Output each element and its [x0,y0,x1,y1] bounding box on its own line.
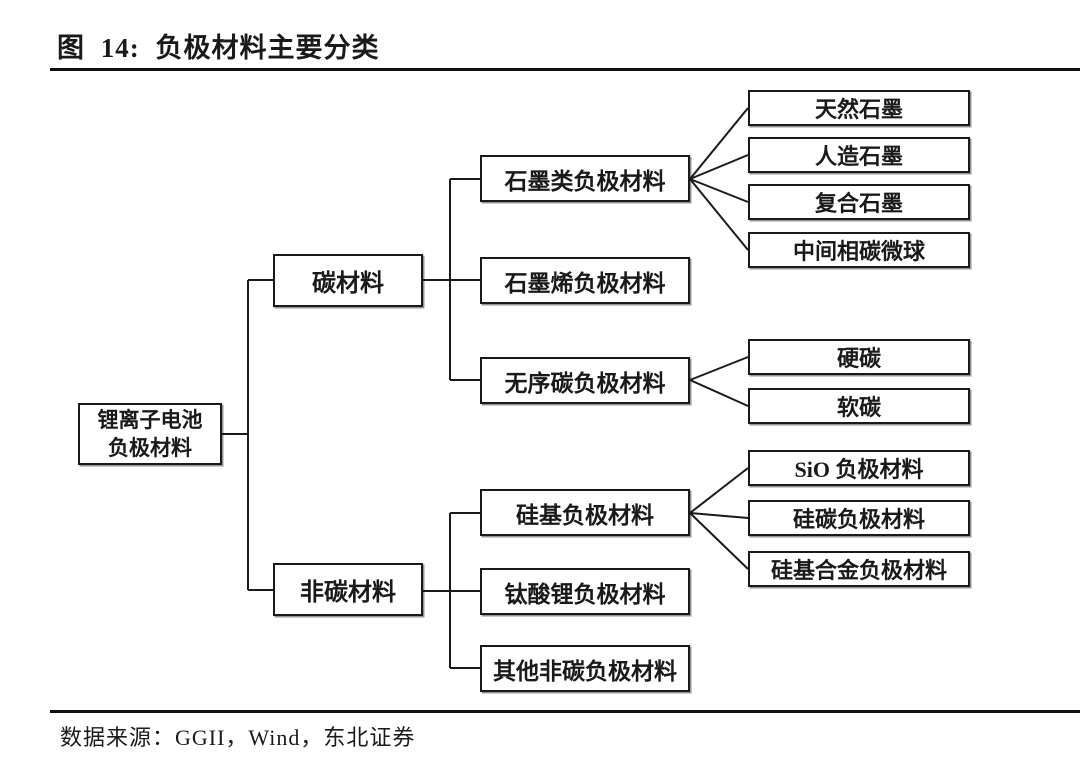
node-non-carbon-materials: 非碳材料 [273,563,423,616]
node-disordered-carbon-anode: 无序碳负极材料 [480,357,690,404]
node-soft-carbon: 软碳 [748,388,970,424]
source-rule [50,710,1080,713]
connector-disordered-fan [689,356,749,407]
node-lithium-titanate-anode: 钛酸锂负极材料 [480,568,690,615]
node-composite-graphite: 复合石墨 [748,184,970,220]
node-artificial-graphite: 人造石墨 [748,137,970,173]
connector-noncarbon [423,512,480,669]
node-hard-carbon: 硬碳 [748,339,970,375]
data-source-text: 数据来源：GGII，Wind，东北证券 [60,725,416,750]
node-root-line1: 锂离子电池 [97,407,203,432]
figure-title: 图 14: 负极材料主要分类 [57,33,380,63]
connector-silicon-fan [689,467,749,570]
node-root: 锂离子电池 负极材料 [78,403,222,465]
title-rule [50,68,1080,71]
node-mesocarbon-microbeads: 中间相碳微球 [748,232,970,268]
connector-carbon [423,178,480,381]
node-sio-anode: SiO 负极材料 [748,450,970,486]
node-silicon-alloy-anode: 硅基合金负极材料 [748,551,970,587]
node-root-line2: 负极材料 [108,436,192,460]
node-silicon-based-anode: 硅基负极材料 [480,489,690,536]
node-other-non-carbon-anode: 其他非碳负极材料 [480,645,690,692]
connector-root [222,279,275,591]
connector-graphite-fan [689,107,749,251]
node-natural-graphite: 天然石墨 [748,90,970,126]
node-carbon-materials: 碳材料 [273,254,423,307]
node-graphene-anode: 石墨烯负极材料 [480,257,690,304]
node-graphite-anode: 石墨类负极材料 [480,155,690,202]
node-silicon-carbon-anode: 硅碳负极材料 [748,500,970,536]
